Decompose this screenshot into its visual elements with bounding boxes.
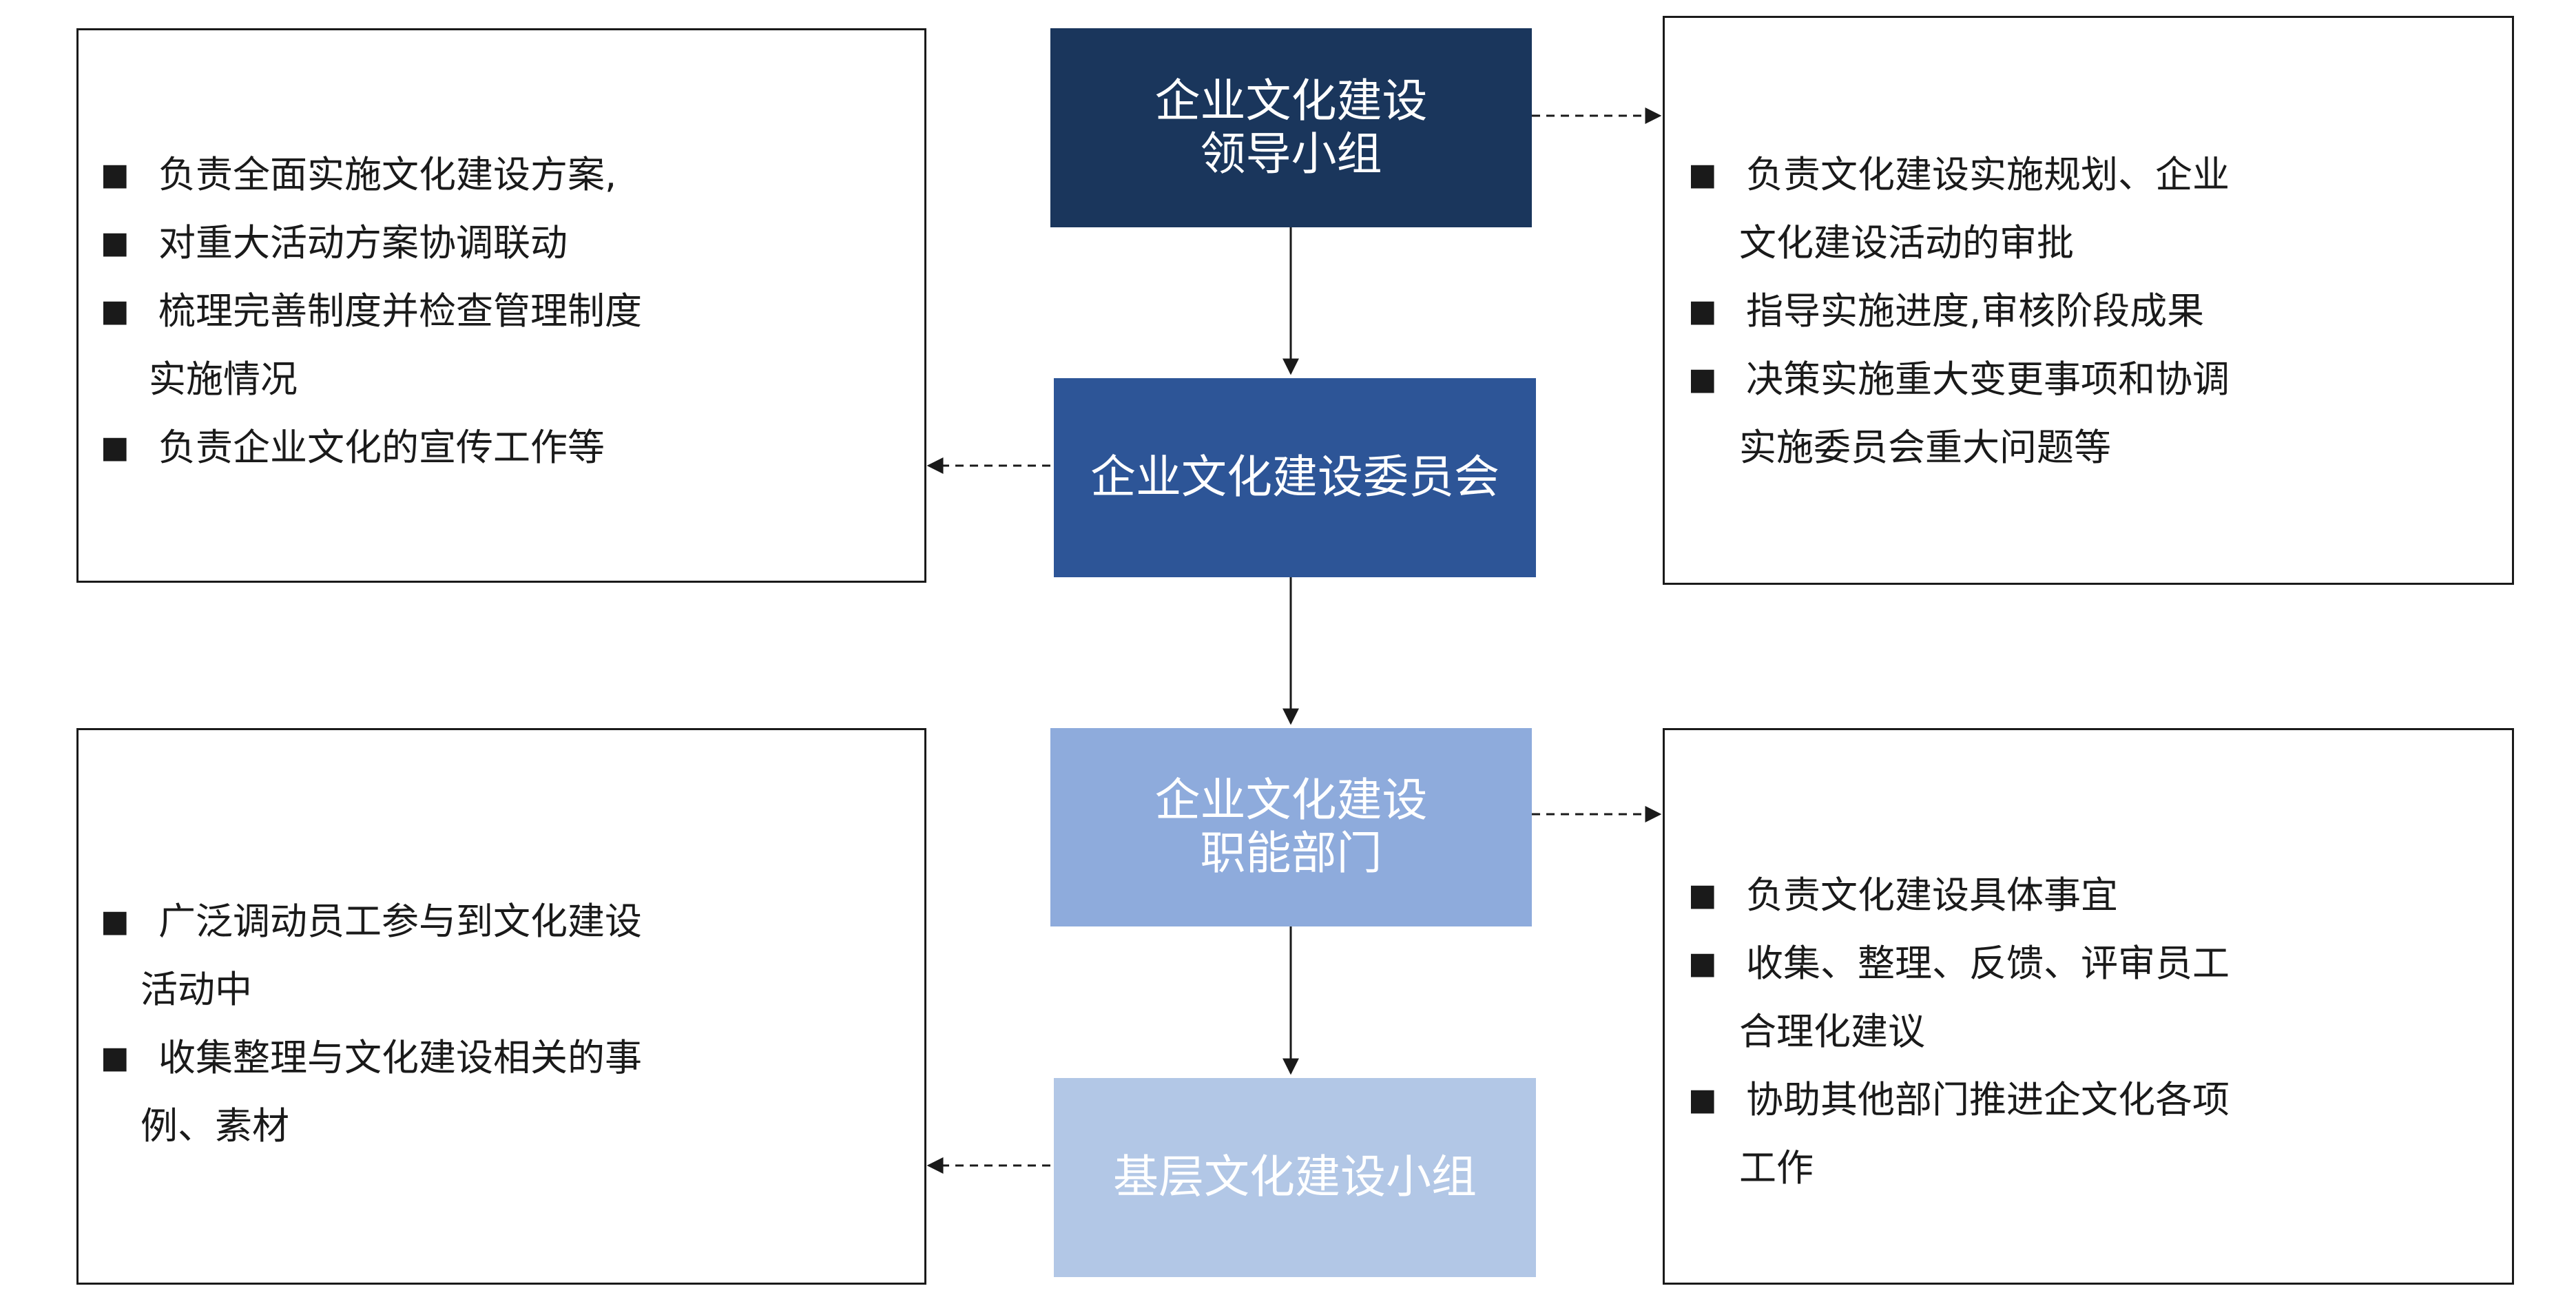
grassroots-duties-list: ■ 广泛调动员工参与到文化建设 活动中 ■ 收集整理与文化建设相关的事 例、素材	[101, 887, 642, 1160]
list-item-text: 对重大活动方案协调联动	[158, 221, 568, 265]
list-item-text-continued: 实施委员会重大问题等	[1739, 426, 2111, 469]
committee-duties-box: ■ 负责全面实施文化建设方案, ■ 对重大活动方案协调联动 ■ 梳理完善制度并检…	[76, 28, 926, 583]
list-item: ■ 负责文化建设具体事宜	[1688, 861, 2230, 929]
list-item-text: 负责全面实施文化建设方案,	[158, 153, 617, 196]
list-item-text: 梳理完善制度并检查管理制度	[158, 289, 642, 333]
list-item: ■ 负责企业文化的宣传工作等	[101, 413, 642, 481]
committee-duties-list: ■ 负责全面实施文化建设方案, ■ 对重大活动方案协调联动 ■ 梳理完善制度并检…	[101, 141, 642, 481]
list-item-text: 收集整理与文化建设相关的事	[158, 1036, 642, 1079]
list-item-text: 决策实施重大变更事项和协调	[1746, 358, 2230, 401]
list-item: ■ 负责全面实施文化建设方案,	[101, 141, 642, 209]
square-bullet-icon: ■	[101, 1040, 129, 1075]
list-item-text: 负责文化建设实施规划、企业	[1746, 153, 2230, 196]
node-grassroots-group: 基层文化建设小组	[1054, 1078, 1536, 1277]
square-bullet-icon: ■	[101, 904, 129, 939]
list-item: ■ 广泛调动员工参与到文化建设 活动中	[101, 887, 642, 1024]
node-label: 职能部门	[1200, 827, 1382, 880]
list-item: ■ 收集整理与文化建设相关的事 例、素材	[101, 1024, 642, 1160]
node-leadership-group: 企业文化建设 领导小组	[1050, 28, 1532, 227]
list-item: ■ 协助其他部门推进企文化各项 工作	[1688, 1066, 2230, 1202]
list-item-text-continued: 活动中	[141, 968, 252, 1011]
node-label: 基层文化建设小组	[1113, 1150, 1477, 1204]
list-item-text: 广泛调动员工参与到文化建设	[158, 900, 642, 943]
list-item: ■ 收集、整理、反馈、评审员工 合理化建议	[1688, 929, 2230, 1066]
square-bullet-icon: ■	[1688, 293, 1717, 329]
list-item: ■ 梳理完善制度并检查管理制度 实施情况	[101, 277, 642, 413]
list-item: ■ 负责文化建设实施规划、企业 文化建设活动的审批	[1688, 141, 2230, 277]
node-committee: 企业文化建设委员会	[1054, 378, 1536, 577]
list-item-text-continued: 工作	[1739, 1146, 1814, 1190]
list-item: ■ 决策实施重大变更事项和协调 实施委员会重大问题等	[1688, 345, 2230, 481]
square-bullet-icon: ■	[1688, 878, 1717, 913]
square-bullet-icon: ■	[1688, 946, 1717, 981]
square-bullet-icon: ■	[101, 157, 129, 192]
square-bullet-icon: ■	[1688, 157, 1717, 192]
list-item: ■ 指导实施进度,审核阶段成果	[1688, 277, 2230, 345]
square-bullet-icon: ■	[101, 293, 129, 329]
list-item-text: 负责企业文化的宣传工作等	[158, 426, 605, 469]
list-item-text: 负责文化建设具体事宜	[1746, 873, 2118, 917]
square-bullet-icon: ■	[101, 225, 129, 260]
department-duties-list: ■ 负责文化建设具体事宜 ■ 收集、整理、反馈、评审员工 合理化建议 ■ 协助其…	[1688, 861, 2230, 1202]
list-item-text: 协助其他部门推进企文化各项	[1746, 1078, 2230, 1121]
list-item-text-continued: 文化建设活动的审批	[1739, 221, 2074, 265]
square-bullet-icon: ■	[1688, 1082, 1717, 1117]
department-duties-box: ■ 负责文化建设具体事宜 ■ 收集、整理、反馈、评审员工 合理化建议 ■ 协助其…	[1663, 728, 2514, 1285]
list-item-text-continued: 例、素材	[141, 1104, 289, 1148]
node-label: 企业文化建设	[1154, 774, 1428, 827]
node-label: 企业文化建设委员会	[1090, 450, 1499, 504]
list-item: ■ 对重大活动方案协调联动	[101, 209, 642, 277]
grassroots-duties-box: ■ 广泛调动员工参与到文化建设 活动中 ■ 收集整理与文化建设相关的事 例、素材	[76, 728, 926, 1285]
list-item-text: 指导实施进度,审核阶段成果	[1746, 289, 2205, 333]
list-item-text: 收集、整理、反馈、评审员工	[1746, 942, 2230, 985]
list-item-text-continued: 实施情况	[149, 358, 298, 401]
list-item-text-continued: 合理化建议	[1739, 1010, 1925, 1053]
square-bullet-icon: ■	[1688, 362, 1717, 397]
leadership-duties-list: ■ 负责文化建设实施规划、企业 文化建设活动的审批 ■ 指导实施进度,审核阶段成…	[1688, 141, 2230, 481]
square-bullet-icon: ■	[101, 430, 129, 465]
node-label: 企业文化建设	[1154, 74, 1428, 127]
node-label: 领导小组	[1200, 127, 1382, 180]
node-functional-department: 企业文化建设 职能部门	[1050, 728, 1532, 926]
leadership-duties-box: ■ 负责文化建设实施规划、企业 文化建设活动的审批 ■ 指导实施进度,审核阶段成…	[1663, 16, 2514, 585]
